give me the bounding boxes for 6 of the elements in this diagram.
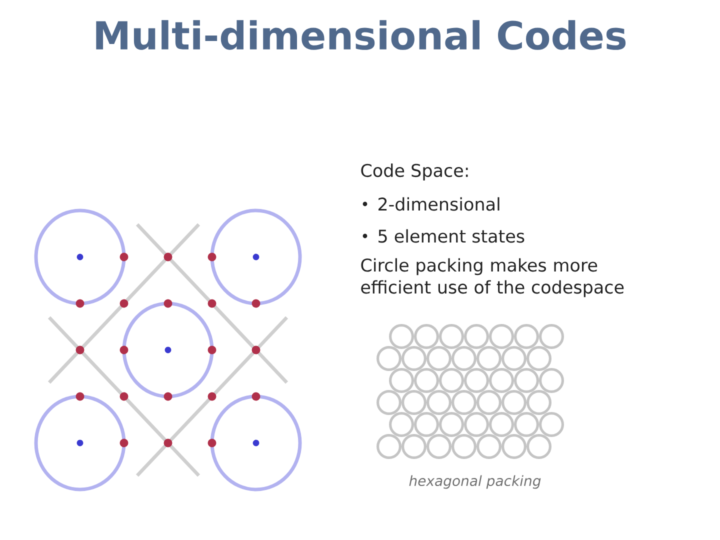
bullet-item: 5 element states: [378, 229, 524, 243]
figure-caption: hexagonal packing: [409, 475, 541, 489]
section-label: Code Space:: [361, 164, 468, 180]
description-text: Circle packing makes more efficient use of the codespace: [361, 258, 624, 298]
title: Multi-dimensional Codes: [96, 20, 626, 50]
bullet-item: 2-dimensional: [378, 197, 500, 211]
